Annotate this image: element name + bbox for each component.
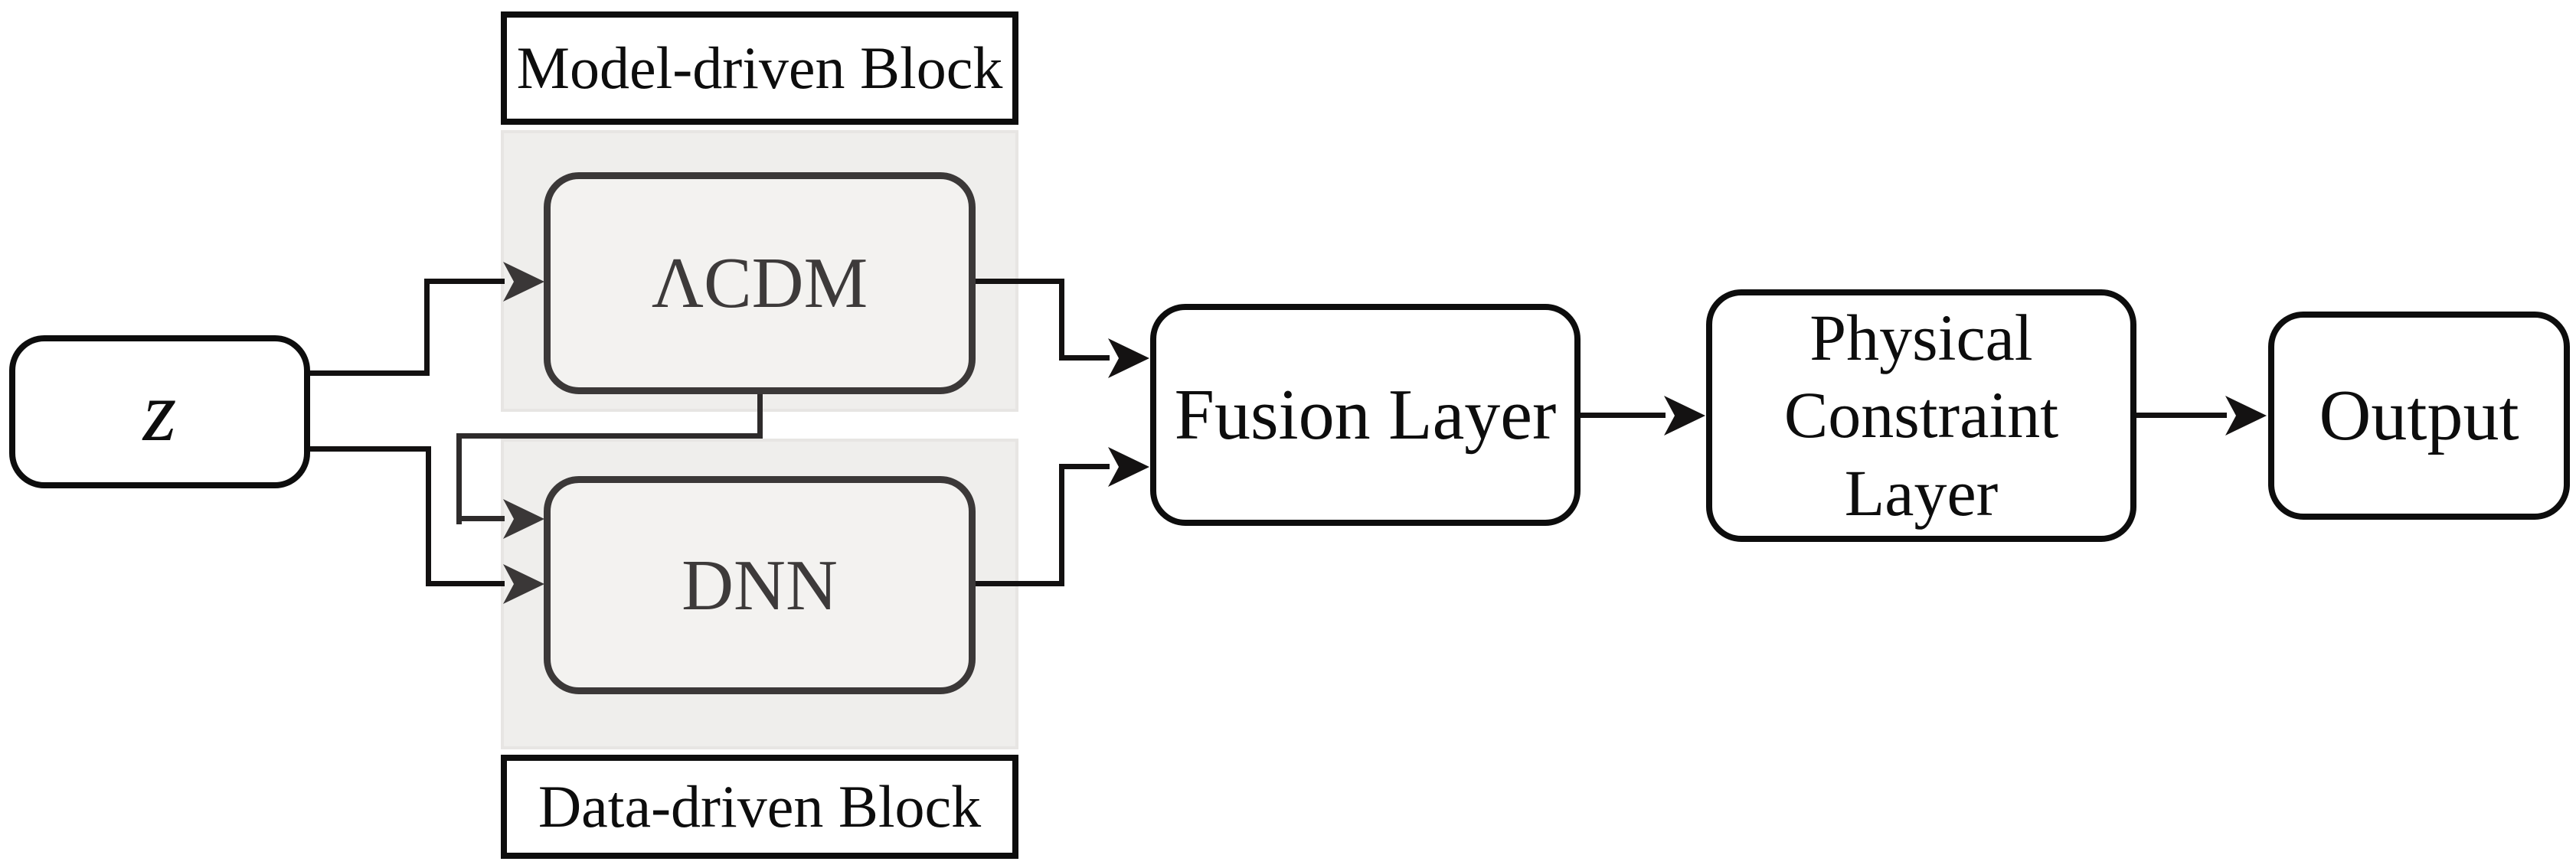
physical-constraint-line1: Physical bbox=[1809, 300, 2033, 374]
edge-physical-to-output-segment bbox=[2133, 413, 2227, 418]
edge-z-to-lcdm-segment bbox=[424, 279, 430, 376]
edge-z-to-lcdm-segment bbox=[424, 279, 505, 284]
edge-dnn-to-fusion-segment bbox=[973, 581, 1064, 586]
arrowhead-into-output-icon bbox=[2225, 396, 2267, 436]
physical-constraint-line2: Constraint bbox=[1783, 378, 2059, 452]
edge-z-to-lcdm-segment bbox=[309, 370, 430, 376]
data-driven-block-label-box: Data-driven Block bbox=[501, 755, 1018, 859]
model-driven-block-label-box: Model-driven Block bbox=[501, 11, 1018, 125]
output-node: Output bbox=[2268, 312, 2570, 520]
fusion-layer-node: Fusion Layer bbox=[1150, 304, 1581, 526]
physical-constraint-line3: Layer bbox=[1844, 455, 1999, 530]
edge-lcdm-to-dnn-segment bbox=[456, 433, 763, 439]
fusion-layer-label: Fusion Layer bbox=[1174, 375, 1557, 455]
model-driven-block-label: Model-driven Block bbox=[516, 34, 1003, 101]
output-node-label: Output bbox=[2319, 376, 2519, 455]
data-driven-block-label: Data-driven Block bbox=[538, 773, 982, 840]
edge-lcdm-to-dnn-segment bbox=[456, 433, 462, 524]
edge-lcdm-to-dnn-segment bbox=[456, 516, 505, 521]
edge-lcdm-to-fusion-segment bbox=[1059, 355, 1110, 361]
input-node-z: z bbox=[9, 335, 310, 488]
edge-dnn-to-fusion-segment bbox=[1059, 464, 1110, 469]
arrowhead-into-fusion-upper-icon bbox=[1108, 338, 1149, 378]
edge-dnn-to-fusion-segment bbox=[1059, 464, 1064, 586]
edge-z-to-dnn-segment bbox=[426, 581, 505, 586]
edge-lcdm-to-dnn-segment bbox=[757, 387, 763, 439]
edge-lcdm-to-fusion-segment bbox=[1059, 279, 1064, 361]
input-node-label: z bbox=[142, 364, 177, 459]
dnn-node-label: DNN bbox=[682, 545, 838, 625]
arrowhead-into-dnn-upper-icon bbox=[503, 499, 544, 539]
dnn-node: DNN bbox=[544, 476, 976, 694]
edge-z-to-dnn-segment bbox=[426, 446, 431, 586]
arrowhead-into-physical-icon bbox=[1664, 396, 1705, 436]
edge-z-to-dnn-segment bbox=[309, 446, 431, 452]
edge-fusion-to-physical-segment bbox=[1577, 413, 1666, 418]
edge-lcdm-to-fusion-segment bbox=[973, 279, 1064, 284]
lcdm-node: ΛCDM bbox=[544, 172, 976, 394]
lcdm-node-label: ΛCDM bbox=[651, 243, 868, 323]
physical-constraint-layer-node: Physical Constraint Layer bbox=[1706, 289, 2136, 542]
physical-constraint-layer-label: Physical Constraint Layer bbox=[1784, 299, 2058, 532]
arrowhead-into-fusion-lower-icon bbox=[1108, 447, 1149, 487]
arrowhead-into-lcdm-icon bbox=[503, 262, 544, 302]
arrowhead-into-dnn-lower-icon bbox=[503, 564, 544, 604]
